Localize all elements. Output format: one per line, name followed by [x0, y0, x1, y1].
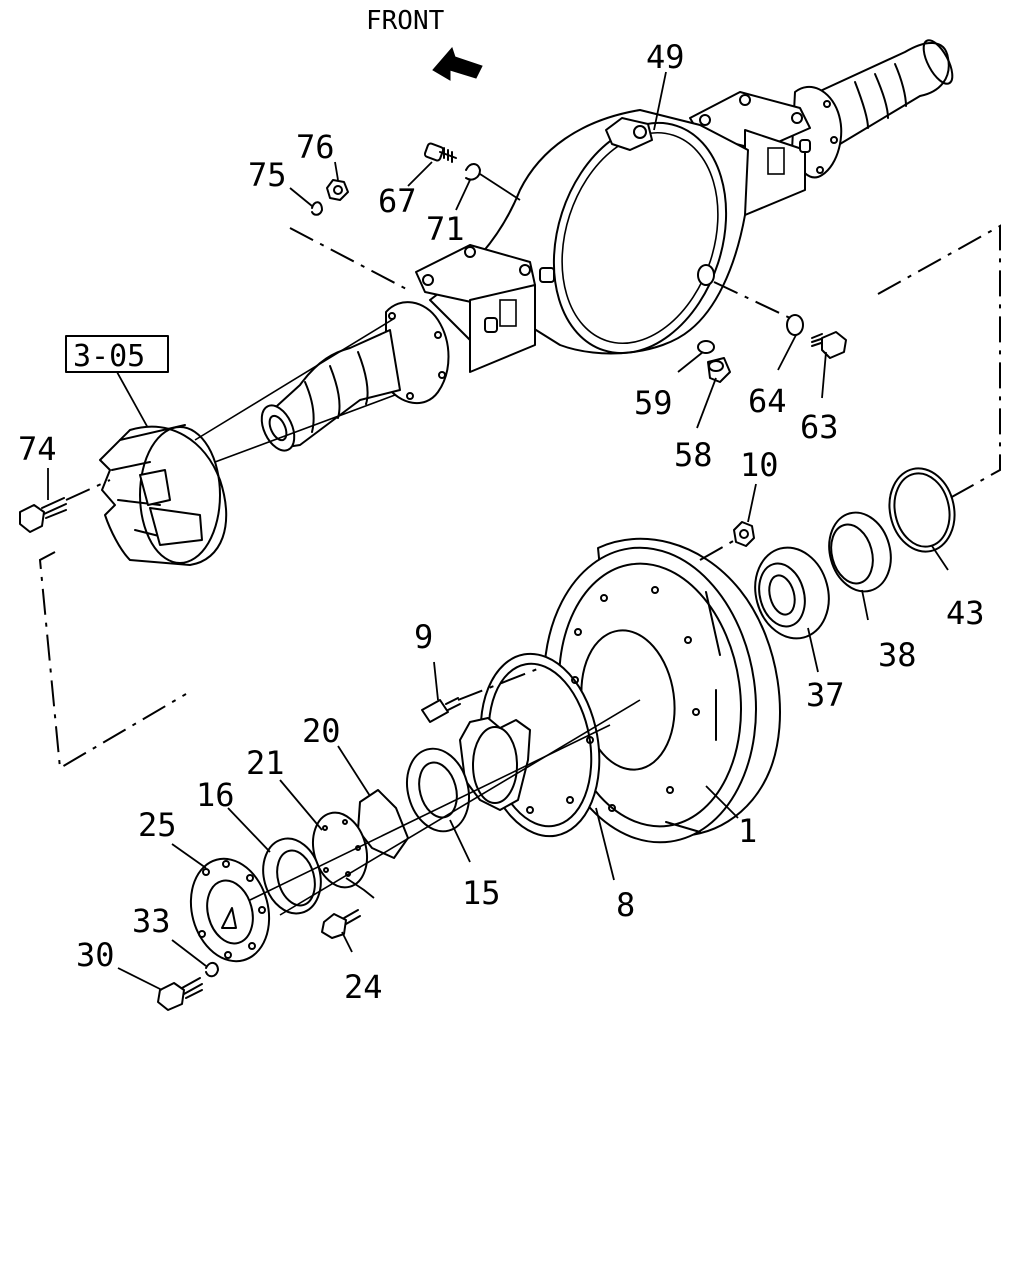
leader-lines: [47, 71, 949, 991]
part-label-24: 24: [344, 968, 383, 1006]
snap-ring-43: [888, 467, 956, 553]
bolt-63: [811, 331, 847, 359]
part-label-10: 10: [740, 446, 779, 484]
part-label-75: 75: [248, 156, 287, 194]
part-label-9: 9: [414, 618, 433, 656]
nut-76: [326, 179, 349, 201]
oil-seal-38: [828, 511, 892, 593]
part-label-38: 38: [878, 636, 917, 674]
bolt-24: [321, 909, 361, 939]
bolt-67: [423, 142, 457, 163]
assembly-dashline-nut10: [699, 539, 736, 561]
part-label-64: 64: [748, 382, 787, 420]
bolt-30: [157, 977, 203, 1011]
nut-10: [733, 521, 755, 547]
part-label-63: 63: [800, 408, 839, 446]
front-label: FRONT: [366, 6, 445, 36]
assembly-dashline-drain: [713, 281, 791, 319]
washer-75: [311, 201, 323, 216]
part-label-43: 43: [946, 594, 985, 632]
hub-cap-25: [189, 857, 271, 963]
part-label-49: 49: [646, 38, 685, 76]
part-label-30: 30: [76, 936, 115, 974]
plug-58: [707, 357, 731, 383]
part-label-1: 1: [738, 812, 757, 850]
part-label-16: 16: [196, 776, 235, 814]
brake-backing-plate: [99, 424, 228, 566]
reference-box-label: 3-05: [73, 339, 145, 374]
assembly-dashline-hubbolt: [457, 667, 541, 701]
axle-housing: [194, 39, 954, 463]
assembly-dashline-bolt74: [65, 479, 111, 501]
outer-bearing-37: [754, 546, 830, 640]
bolt-74: [19, 497, 67, 533]
assembly-dashline-right: [877, 224, 1001, 499]
lock-ring-71: [465, 163, 481, 181]
part-label-25: 25: [138, 806, 177, 844]
part-label-74: 74: [18, 430, 57, 468]
part-label-15: 15: [462, 874, 501, 912]
part-label-71: 71: [426, 210, 465, 248]
part-label-76: 76: [296, 128, 335, 166]
part-label-37: 37: [806, 676, 845, 714]
part-label-20: 20: [302, 712, 341, 750]
part-label-58: 58: [674, 436, 713, 474]
gasket-59: [697, 340, 715, 354]
part-label-67: 67: [378, 182, 417, 220]
assembly-dashline-left: [38, 551, 187, 770]
seal-16: [262, 837, 322, 915]
part-label-8: 8: [616, 886, 635, 924]
part-label-59: 59: [634, 384, 673, 422]
washer-33: [205, 962, 219, 978]
hub-bolt-9: [421, 697, 461, 723]
front-arrow-icon: [432, 47, 483, 81]
part-label-33: 33: [132, 902, 171, 940]
wheel-hub: [459, 652, 601, 838]
brake-drum: [543, 537, 781, 844]
part-label-21: 21: [246, 744, 285, 782]
assembly-dashline-top: [289, 227, 413, 293]
